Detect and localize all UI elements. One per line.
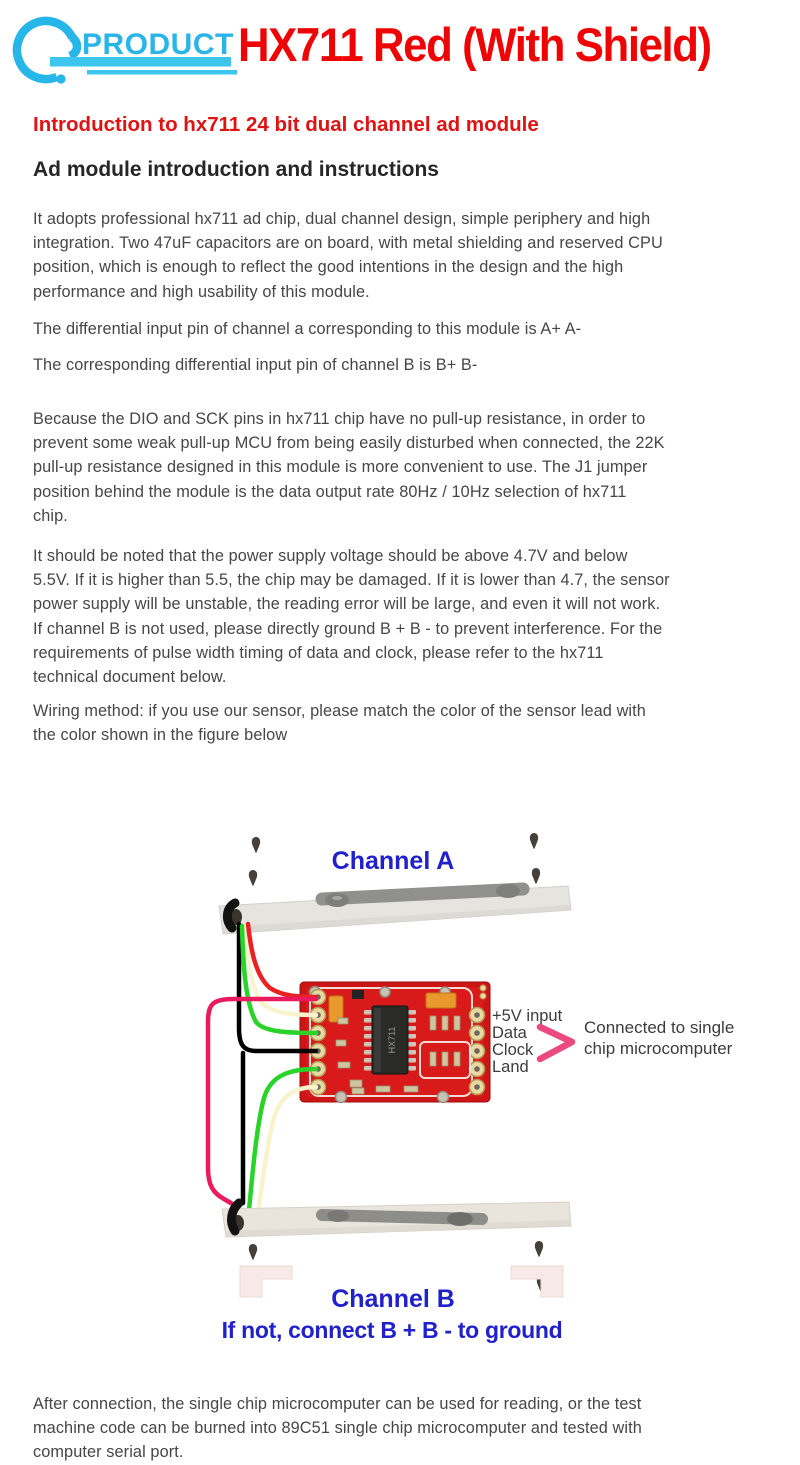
paragraph-overview: It adopts professional hx711 ad chip, du… <box>33 210 663 301</box>
j1-jumper-pads <box>479 984 487 1000</box>
wire-pink-b <box>205 996 319 1209</box>
pin-label-clock: Clock <box>492 1041 534 1059</box>
sensor-wires <box>205 921 319 1221</box>
mcu-note: Connected to single chip microcomputer <box>584 1018 734 1058</box>
wiring-diagram-image: Channel A <box>205 833 734 1343</box>
logo-q-mark-icon <box>12 16 82 84</box>
hx711-board: HX711 <box>299 981 491 1104</box>
cable-sheath-a <box>223 898 240 933</box>
load-cell-a <box>218 882 572 935</box>
paragraph-power-supply: It should be noted that the power supply… <box>33 547 670 687</box>
mcu-note-line1: Connected to single <box>584 1018 734 1037</box>
section-heading: Ad module introduction and instructions <box>33 158 439 181</box>
wire-yellow-b <box>254 1084 319 1221</box>
hx711-chip: HX711 <box>364 1005 416 1075</box>
product-logo: PRODUCT <box>12 16 237 84</box>
pin-label-data: Data <box>492 1024 528 1042</box>
pin-label-land: Land <box>492 1058 529 1076</box>
chip-marking: HX711 <box>387 1027 397 1054</box>
paragraph-wiring-method: Wiring method: if you use our sensor, pl… <box>33 702 646 745</box>
channel-b-label: Channel B <box>331 1285 455 1313</box>
capacitor <box>425 992 457 1009</box>
wire-green-b <box>246 1066 319 1213</box>
mcu-note-line2: chip microcomputer <box>584 1039 733 1058</box>
wire-red-a <box>245 921 319 1000</box>
corner-brackets <box>239 1265 564 1298</box>
wire-black-a <box>236 921 319 1054</box>
cable-sheath-b <box>227 1198 244 1236</box>
channel-b-ground-note: If not, connect B + B - to ground <box>222 1317 563 1343</box>
wire-green-a <box>239 923 319 1036</box>
paragraph-after-connection: After connection, the single chip microc… <box>33 1395 642 1462</box>
pin-label-5v: +5V input <box>492 1007 563 1025</box>
capacitor <box>328 995 344 1023</box>
channel-a-label: Channel A <box>332 847 455 875</box>
intro-heading-red: Introduction to hx711 24 bit dual channe… <box>33 113 539 136</box>
logo-underline-thick <box>50 57 231 67</box>
paragraph-channel-b-pins: The corresponding differential input pin… <box>33 356 478 374</box>
paragraph-pullup: Because the DIO and SCK pins in hx711 ch… <box>33 410 665 525</box>
passive-components <box>335 1015 461 1095</box>
logo-text: PRODUCT <box>82 28 234 61</box>
mcu-pads-right <box>468 1006 486 1096</box>
paragraph-channel-a-pins: The differential input pin of channel a … <box>33 320 582 338</box>
pin-labels: +5V input Data Clock Land <box>492 1007 563 1076</box>
arrow-chevron-icon <box>536 1023 576 1063</box>
transistor <box>352 990 364 999</box>
logo-underline-thin <box>87 70 237 75</box>
load-cell-b <box>221 1198 572 1238</box>
page-title: HX711 Red (With Shield) <box>238 18 712 71</box>
wire-yellow-a <box>242 923 319 1018</box>
